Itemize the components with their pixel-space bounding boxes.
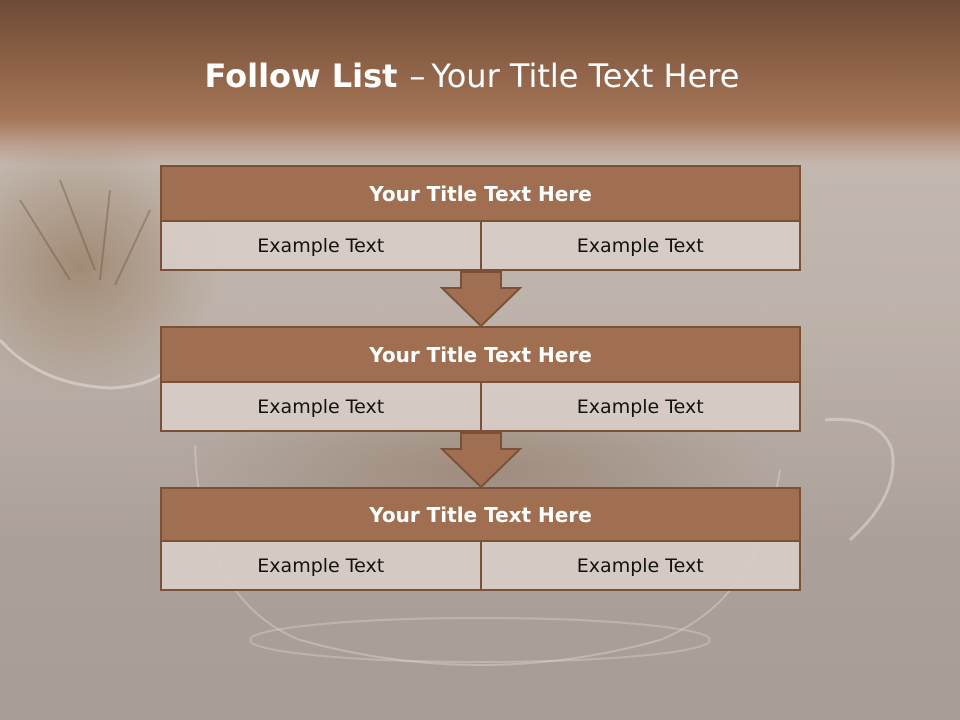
title-separator: – (409, 57, 426, 95)
block-row: Example Text Example Text (160, 222, 801, 271)
block-title: Your Title Text Here (160, 165, 801, 222)
list-block-2: Your Title Text Here Example Text Exampl… (160, 326, 801, 432)
list-block-1: Your Title Text Here Example Text Exampl… (160, 165, 801, 271)
block-cell-right: Example Text (481, 542, 801, 591)
block-title: Your Title Text Here (160, 487, 801, 542)
down-arrow-icon (439, 432, 523, 489)
list-block-3: Your Title Text Here Example Text Exampl… (160, 487, 801, 591)
slide-title: Follow List–Your Title Text Here (0, 52, 944, 100)
block-cell-left: Example Text (160, 222, 482, 271)
block-cell-right: Example Text (481, 222, 801, 271)
block-row: Example Text Example Text (160, 542, 801, 591)
header-band (0, 0, 960, 165)
down-arrow-icon (439, 271, 523, 328)
block-cell-left: Example Text (160, 383, 482, 432)
title-rest: Your Title Text Here (431, 57, 740, 95)
block-title: Your Title Text Here (160, 326, 801, 383)
block-row: Example Text Example Text (160, 383, 801, 432)
block-cell-right: Example Text (481, 383, 801, 432)
title-main: Follow List (204, 57, 398, 95)
block-cell-left: Example Text (160, 542, 482, 591)
